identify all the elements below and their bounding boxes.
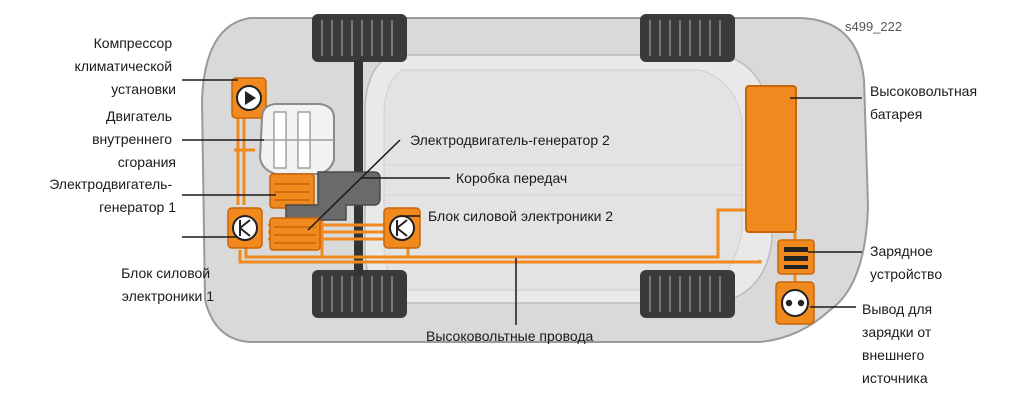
power-electronics-1-unit (227, 207, 263, 249)
charge-port-unit (775, 281, 815, 325)
label-power-electronics-1: Блок силовой электроники 1 (121, 265, 214, 304)
motor-generator-2-unit (269, 217, 321, 251)
tire-rear-left (640, 14, 735, 62)
label-charge-port: Вывод для зарядки от внешнего источника (862, 301, 936, 386)
label-engine: Двигатель внутреннего сгорания (92, 108, 176, 170)
label-hv-wires: Высоковольтные провода (426, 328, 594, 344)
label-gearbox: Коробка передач (456, 170, 567, 186)
label-charger: Зарядное устройство (870, 243, 942, 282)
drive-shaft (354, 60, 363, 275)
label-hv-battery: Высоковольтная батарея (870, 83, 981, 122)
motor-generator-1-unit (269, 173, 315, 209)
label-motor-generator-1: Электродвигатель- генератор 1 (49, 176, 176, 215)
hv-wires (234, 115, 797, 282)
hv-battery-unit (745, 85, 797, 233)
tire-front-left (312, 14, 407, 62)
label-compressor: Компрессор климатической установки (75, 35, 176, 97)
label-power-electronics-2: Блок силовой электроники 2 (428, 208, 613, 224)
charger-unit (777, 239, 815, 275)
gearbox-unit (285, 171, 381, 221)
figure-code: s499_222 (845, 19, 902, 34)
compressor-unit (231, 77, 267, 119)
power-electronics-2-unit (383, 207, 421, 249)
engine-block (258, 103, 335, 175)
tire-rear-right (640, 270, 735, 318)
leader-lines (182, 79, 862, 325)
label-motor-generator-2: Электродвигатель-генератор 2 (410, 132, 610, 148)
tire-front-right (312, 270, 407, 318)
